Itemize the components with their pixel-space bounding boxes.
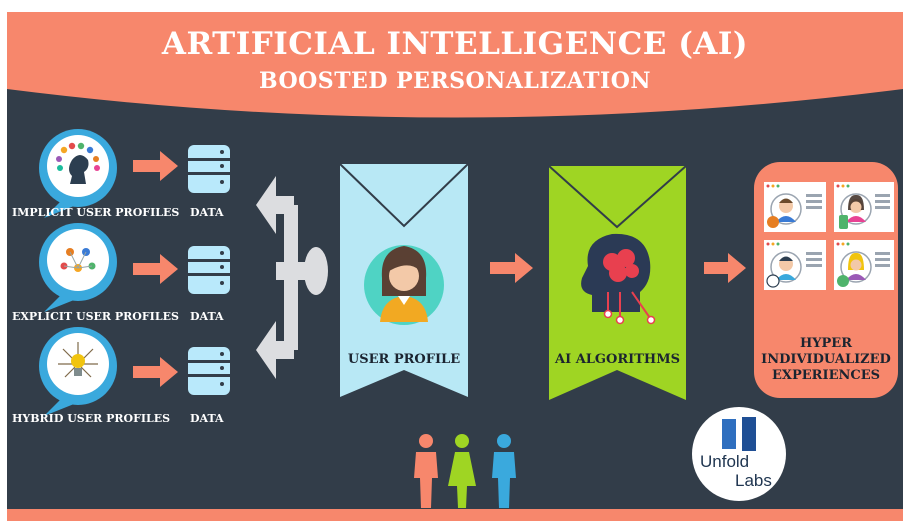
- ai-algorithms-label: AI ALGORITHMS: [555, 352, 680, 367]
- brand-name-line-1: Unfold: [700, 452, 750, 471]
- persona-card: [764, 240, 826, 290]
- ai-brain-head-icon: [581, 233, 656, 325]
- hybrid-profile-icon: [39, 327, 117, 416]
- experiences-label-line-1: HYPER: [799, 336, 853, 351]
- database-icon: [188, 246, 230, 294]
- woman-avatar-icon: [364, 245, 444, 325]
- bottom-strip: [7, 509, 903, 521]
- brand-name-line-2: Labs: [735, 471, 772, 490]
- title-line-2: BOOSTED PERSONALIZATION: [258, 68, 652, 94]
- implicit-profile-icon: [39, 129, 117, 218]
- arrow-to-ai: [490, 253, 533, 283]
- title-line-1: ARTIFICIAL INTELLIGENCE (AI): [161, 26, 749, 62]
- source-label-implicit: IMPLICIT USER PROFILES: [12, 206, 180, 219]
- data-label: DATA: [190, 412, 224, 425]
- persona-card: [834, 240, 894, 290]
- data-label: DATA: [190, 310, 224, 323]
- explicit-profile-icon: [39, 223, 117, 312]
- branching-connector: [256, 176, 328, 379]
- experiences-label-line-3: EXPERIENCES: [772, 368, 880, 383]
- unfold-labs-logo: [692, 407, 786, 501]
- arrow-to-experiences: [704, 253, 746, 283]
- experiences-label-line-2: INDIVIDUALIZED: [761, 352, 891, 367]
- database-icon: [188, 145, 230, 193]
- source-label-explicit: EXPLICIT USER PROFILES: [12, 310, 179, 323]
- header-banner: [7, 12, 903, 118]
- people-group-icon: [414, 434, 516, 508]
- data-label: DATA: [190, 206, 224, 219]
- database-icon: [188, 347, 230, 395]
- source-arrows: [133, 151, 178, 387]
- persona-card: [834, 182, 894, 232]
- persona-card: [764, 182, 826, 232]
- source-label-hybrid: HYBRID USER PROFILES: [12, 412, 171, 425]
- user-profile-label: USER PROFILE: [347, 352, 461, 367]
